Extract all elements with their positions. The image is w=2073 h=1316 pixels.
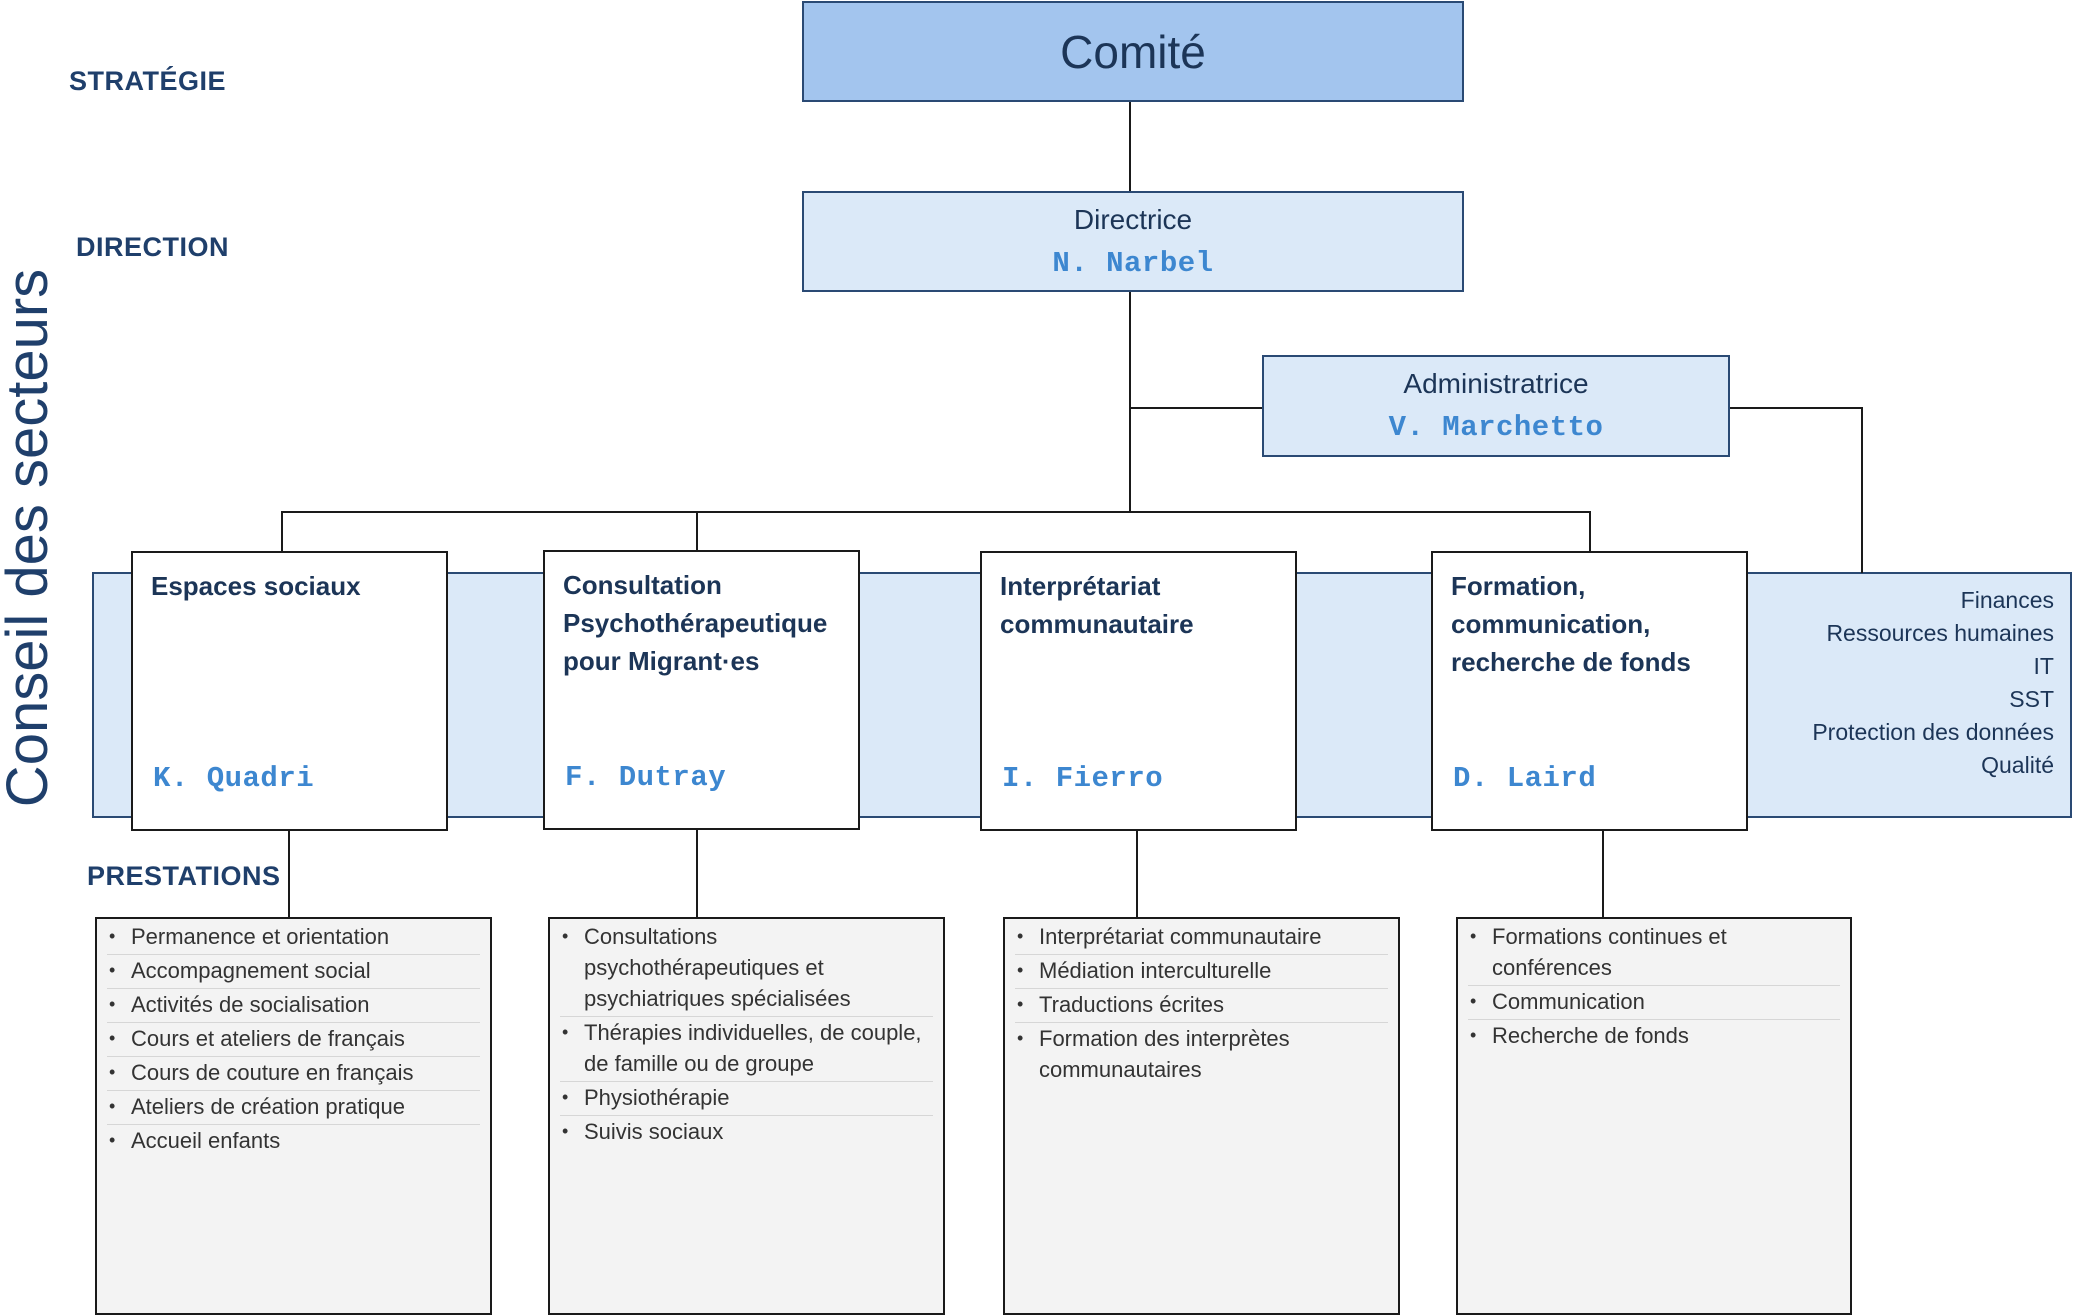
sector-title: Formation, communication, recherche de f… xyxy=(1451,571,1691,677)
level-label-prestations: PRESTATIONS xyxy=(87,861,281,891)
sector-person: D. Laird xyxy=(1453,762,1597,795)
service-item: Consultations psychothérapeutiques et ps… xyxy=(560,921,933,1017)
administratrice-person: V. Marchetto xyxy=(1388,411,1604,444)
service-item: Ateliers de création pratique xyxy=(107,1091,480,1125)
services-formation: Formations continues et conférences Comm… xyxy=(1456,917,1852,1315)
side-title: Conseil des secteurs xyxy=(0,268,60,808)
connector-directrice-sectors xyxy=(1129,291,1131,513)
connector-sector-1 xyxy=(281,511,283,553)
service-item: Recherche de fonds xyxy=(1468,1020,1840,1053)
level-label-strategie: STRATÉGIE xyxy=(69,66,227,96)
connector-services-3 xyxy=(1136,830,1138,918)
service-item: Cours et ateliers de français xyxy=(107,1023,480,1057)
connector-services-2 xyxy=(696,830,698,918)
connector-services-4 xyxy=(1602,830,1604,918)
level-label-direction: DIRECTION xyxy=(76,232,229,262)
sector-interpretariat: Interprétariat communautaire I. Fierro xyxy=(980,551,1297,831)
support-item: Qualité xyxy=(1981,752,2054,778)
connector-sector-2 xyxy=(696,511,698,553)
directrice-person: N. Narbel xyxy=(1052,247,1214,280)
services-espaces-sociaux: Permanence et orientation Accompagnement… xyxy=(95,917,492,1315)
service-item: Accueil enfants xyxy=(107,1125,480,1158)
sector-espaces-sociaux: Espaces sociaux K. Quadri xyxy=(131,551,448,831)
support-item: Finances xyxy=(1960,587,2054,613)
services-consultation: Consultations psychothérapeutiques et ps… xyxy=(548,917,945,1315)
service-item: Formations continues et conférences xyxy=(1468,921,1840,986)
support-item: SST xyxy=(2009,686,2054,712)
sector-person: K. Quadri xyxy=(153,762,315,795)
services-interpretariat: Interprétariat communautaire Médiation i… xyxy=(1003,917,1400,1315)
sector-person: F. Dutray xyxy=(565,761,727,794)
connector-services-1 xyxy=(288,830,290,918)
support-item: IT xyxy=(2033,653,2054,679)
comite-box: Comité xyxy=(802,1,1464,102)
support-item: Ressources humaines xyxy=(1826,620,2054,646)
service-item: Communication xyxy=(1468,986,1840,1020)
service-item: Activités de socialisation xyxy=(107,989,480,1023)
service-item: Traductions écrites xyxy=(1015,989,1388,1023)
service-item: Permanence et orientation xyxy=(107,921,480,955)
sector-title: Espaces sociaux xyxy=(151,571,361,601)
connector-to-administratrice xyxy=(1129,407,1263,409)
service-item: Médiation interculturelle xyxy=(1015,955,1388,989)
service-item: Accompagnement social xyxy=(107,955,480,989)
service-item: Interprétariat communautaire xyxy=(1015,921,1388,955)
connector-administratrice-support-v xyxy=(1861,407,1863,573)
connector-administratrice-support-h xyxy=(1729,407,1863,409)
connector-comite-directrice xyxy=(1129,101,1131,192)
service-item: Suivis sociaux xyxy=(560,1116,933,1149)
service-item: Formation des interprètes communautaires xyxy=(1015,1023,1388,1087)
sector-title: Interprétariat communautaire xyxy=(1000,571,1194,639)
sector-title: Consultation Psychothérapeutique pour Mi… xyxy=(563,570,828,676)
sector-formation: Formation, communication, recherche de f… xyxy=(1431,551,1748,831)
service-item: Cours de couture en français xyxy=(107,1057,480,1091)
connector-sector-4 xyxy=(1589,511,1591,553)
administratrice-role: Administratrice xyxy=(1403,368,1589,399)
administratrice-box: Administratrice V. Marchetto xyxy=(1262,355,1730,457)
service-item: Thérapies individuelles, de couple, de f… xyxy=(560,1017,933,1082)
sector-person: I. Fierro xyxy=(1002,762,1164,795)
support-functions-list: Finances Ressources humaines IT SST Prot… xyxy=(1760,584,2054,782)
service-item: Physiothérapie xyxy=(560,1082,933,1116)
support-item: Protection des données xyxy=(1812,719,2054,745)
connector-sectors-horizontal xyxy=(281,511,1591,513)
directrice-role: Directrice xyxy=(1073,204,1193,235)
comite-label: Comité xyxy=(1060,25,1206,78)
directrice-box: Directrice N. Narbel xyxy=(802,191,1464,292)
sector-consultation: Consultation Psychothérapeutique pour Mi… xyxy=(543,550,860,830)
